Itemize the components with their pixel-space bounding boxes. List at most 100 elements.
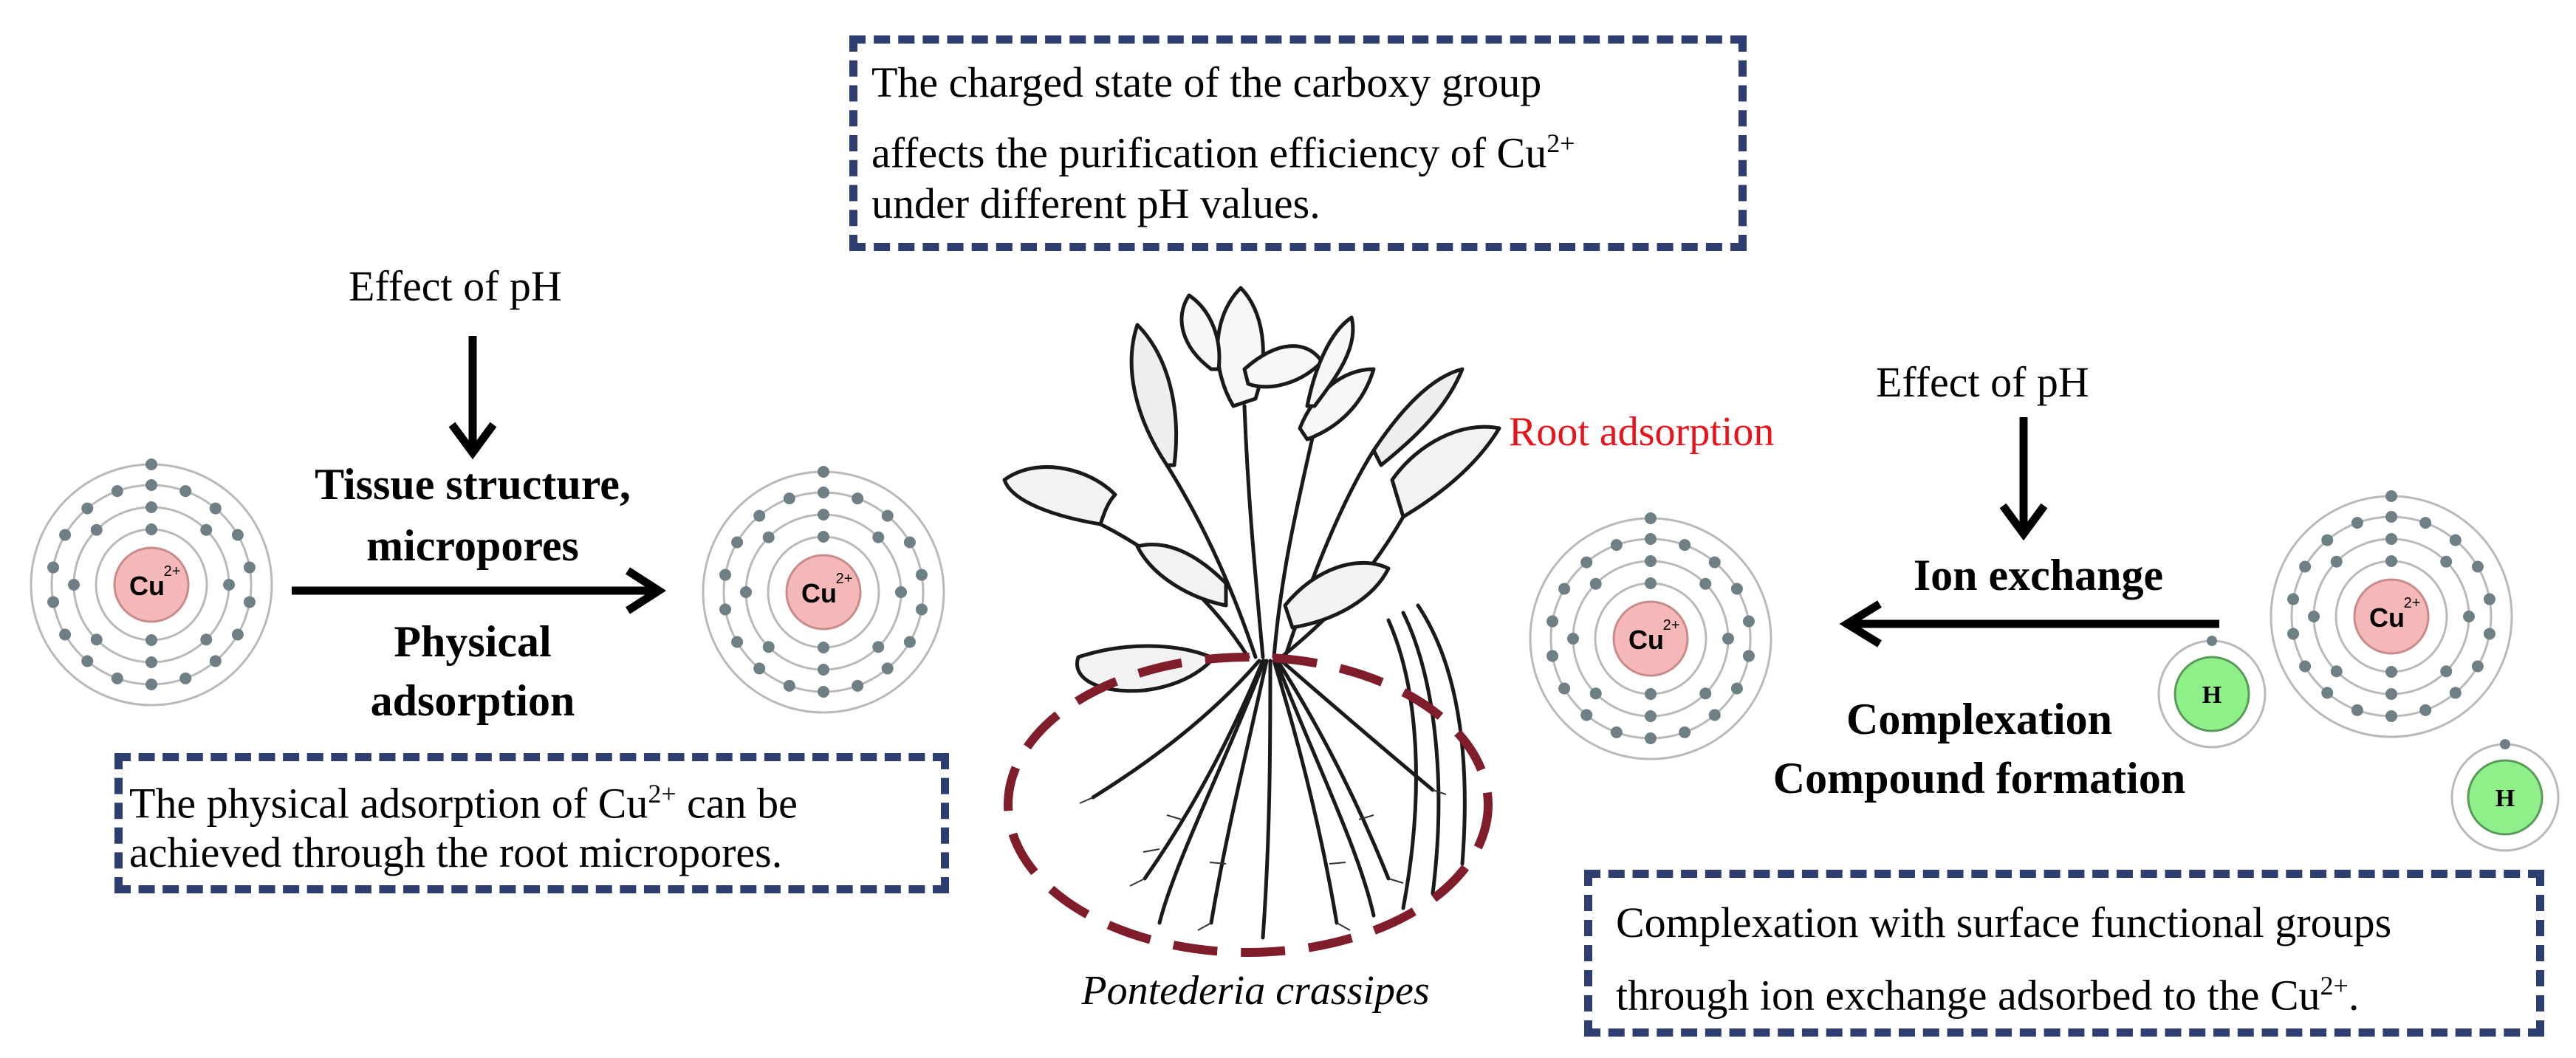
electron [872, 641, 885, 653]
electron [2471, 560, 2484, 573]
h-ion-2: H [2450, 739, 2560, 852]
electron [2449, 687, 2462, 699]
electron [731, 636, 744, 648]
electron [1546, 615, 1559, 628]
electron [47, 561, 60, 574]
electron [783, 679, 795, 692]
h-nucleus [2174, 656, 2250, 732]
electron [90, 633, 103, 646]
electron [1589, 687, 1602, 700]
left-right-arrow [292, 567, 667, 614]
ion-exchange-label: Ion exchange [1913, 551, 2164, 600]
left-mech-line2: micropores [366, 521, 579, 570]
electron [818, 466, 829, 478]
compound-formation-label: Compound formation [1772, 754, 2186, 803]
electron [1558, 583, 1571, 595]
electron [903, 636, 916, 648]
electron [2419, 704, 2432, 716]
right-left-arrow [1839, 600, 2219, 647]
electron [145, 656, 157, 668]
electron [881, 509, 894, 522]
electron [1645, 732, 1657, 744]
electron [762, 641, 775, 653]
cu-label: Cu [1628, 625, 1664, 655]
left-mech-line4: adsorption [370, 676, 575, 725]
cu-nucleus [113, 546, 190, 623]
left-effect-of-ph: Effect of pH [349, 262, 562, 310]
electron [2321, 534, 2334, 546]
h-ion-1: H [2157, 636, 2267, 749]
electron [145, 479, 157, 491]
left-note-line2: achieved through the root micropores. [129, 828, 783, 876]
electron [895, 586, 907, 598]
electron [59, 628, 72, 641]
electron [915, 603, 928, 616]
electron [872, 531, 885, 543]
electron [47, 596, 60, 608]
electron [68, 579, 80, 591]
electron [2471, 660, 2484, 673]
electron [731, 536, 744, 549]
electron [1567, 633, 1579, 645]
electron [2351, 517, 2363, 529]
electron [2385, 688, 2397, 700]
electron [111, 485, 123, 498]
electron [1645, 533, 1657, 545]
electron [145, 679, 157, 690]
electron [719, 603, 732, 616]
electron [231, 628, 244, 641]
electron [1722, 633, 1734, 645]
electron [145, 634, 157, 646]
electron [145, 523, 157, 535]
plant-caption: Pontederia crassipes [1081, 968, 1430, 1014]
electron [1645, 710, 1657, 722]
electron [719, 568, 732, 581]
top-note-line2: affects the purification efficiency of C… [871, 128, 1575, 177]
electron [2500, 739, 2510, 749]
top-note-line1: The charged state of the carboxy group [871, 58, 1542, 106]
root-adsorption-label: Root adsorption [1509, 409, 1775, 455]
electron [1742, 650, 1755, 662]
electron [740, 586, 752, 598]
cu-label: Cu [129, 571, 165, 601]
electron [2449, 534, 2462, 546]
cu-atom-right-1: Cu2+ [1529, 512, 1772, 760]
left-mech-line3: Physical [394, 617, 552, 666]
electron [2308, 611, 2320, 622]
electron [179, 672, 192, 684]
electron [231, 529, 244, 541]
h-nucleus [2467, 759, 2544, 836]
complexation-label: Complexation [1846, 695, 2112, 743]
electron [145, 458, 157, 470]
electron [1708, 709, 1721, 721]
left-note-line1: The physical adsorption of Cu2+ can be [129, 779, 798, 828]
electron [762, 531, 775, 543]
electron [2483, 593, 2496, 605]
electron [852, 492, 864, 505]
cu-charge: 2+ [164, 563, 181, 580]
electron [1580, 709, 1593, 721]
electron [753, 662, 766, 675]
electron [145, 501, 157, 513]
top-note-line3: under different pH values. [871, 179, 1320, 227]
cu-atom-right-2: Cu2+ [2270, 490, 2513, 738]
electron [1699, 577, 1712, 590]
left-note-box [114, 753, 949, 893]
electron [243, 561, 256, 574]
electron [200, 633, 213, 646]
electron [1645, 577, 1657, 589]
left-down-arrow [448, 336, 497, 460]
electron [2287, 628, 2300, 640]
electron [2440, 665, 2453, 678]
electron [1730, 682, 1743, 695]
electron [818, 487, 829, 498]
electron [852, 679, 864, 692]
electron [2385, 710, 2397, 722]
electron [2385, 533, 2397, 545]
electron [1558, 682, 1571, 695]
electron [1645, 555, 1657, 567]
cu-nucleus [2353, 578, 2430, 655]
electron [818, 509, 829, 521]
electron [1610, 726, 1623, 738]
electron [2385, 555, 2397, 567]
